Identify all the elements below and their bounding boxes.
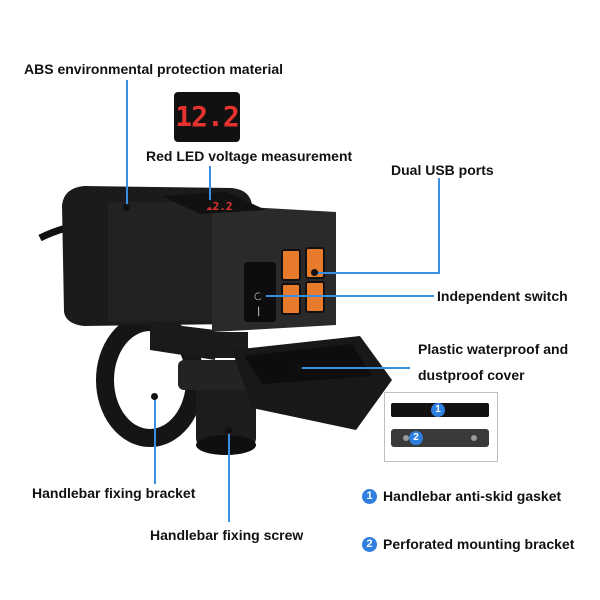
label-cover-line1: Plastic waterproof and — [418, 341, 569, 357]
label-abs-material: ABS environmental protection material — [24, 61, 284, 77]
callout-dot-led — [206, 200, 213, 207]
led-window — [162, 192, 266, 214]
usb-port-4 — [305, 281, 325, 313]
callout-line-led — [209, 166, 211, 204]
legend-text: Handlebar anti-skid gasket — [383, 488, 562, 504]
label-fixing-screw: Handlebar fixing screw — [150, 527, 304, 543]
screw-base — [196, 435, 256, 455]
ring-arm — [150, 322, 215, 360]
legend-number-badge: 1 — [362, 488, 377, 504]
cover-inner — [244, 344, 372, 384]
label-dual-usb: Dual USB ports — [391, 162, 494, 178]
callout-line-switch — [262, 295, 434, 297]
legend-text: Perforated mounting bracket — [383, 536, 575, 552]
callout-line-cover — [298, 367, 410, 369]
legend-number-badge: 2 — [362, 536, 377, 552]
usb-port-2 — [305, 247, 325, 279]
power-cable — [38, 224, 67, 242]
legend-item-bracket: 2 Perforated mounting bracket — [362, 536, 574, 552]
callout-line-usb-h — [314, 272, 440, 274]
bracket-hole-icon — [403, 435, 409, 441]
led-voltage-readout: 12.2 — [175, 100, 239, 133]
accessories-inset: 1 2 — [384, 392, 498, 462]
switch-off-mark: | — [257, 306, 260, 317]
callout-line-abs — [126, 80, 128, 208]
usb-port-1 — [281, 249, 301, 281]
usb-port-3 — [281, 283, 301, 315]
callout-dot-usb — [311, 269, 318, 276]
label-red-led: Red LED voltage measurement — [146, 148, 353, 164]
label-fixing-bracket: Handlebar fixing bracket — [32, 485, 196, 501]
label-cover-line2: dustproof cover — [418, 367, 525, 383]
label-independent-switch: Independent switch — [437, 288, 568, 304]
callout-dot-abs — [123, 204, 130, 211]
switch-on-mark: ○ — [254, 291, 263, 302]
legend-item-gasket: 1 Handlebar anti-skid gasket — [362, 488, 561, 504]
bracket-hole-icon — [471, 435, 477, 441]
screw-column — [196, 378, 256, 448]
callout-dot-screw — [225, 427, 232, 434]
mounting-bracket — [391, 429, 489, 447]
callout-dot-switch — [259, 292, 266, 299]
callout-dot-cover — [295, 364, 302, 371]
callout-line-usb-v — [438, 178, 440, 274]
led-closeup: 12.2 — [174, 92, 240, 142]
callout-dot-bracket — [151, 393, 158, 400]
callout-line-bracket — [154, 396, 156, 484]
callout-line-screw — [228, 430, 230, 522]
gasket-number-badge: 1 — [431, 403, 445, 417]
bracket-number-badge: 2 — [409, 431, 423, 445]
